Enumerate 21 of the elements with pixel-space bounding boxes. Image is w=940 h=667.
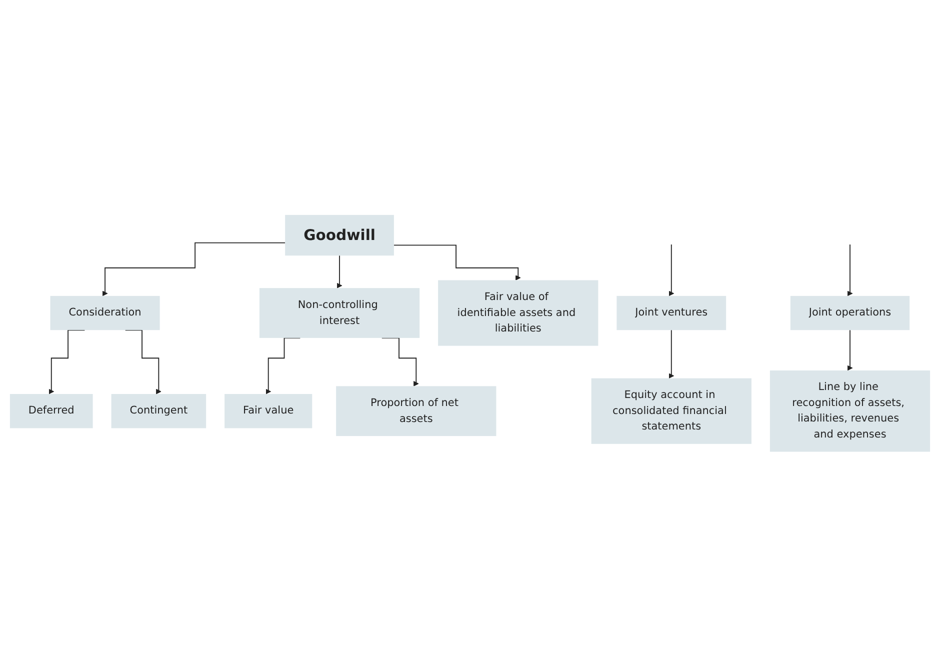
node-box: Goodwill bbox=[285, 215, 394, 256]
node-box: Fair value bbox=[224, 394, 312, 428]
arrow bbox=[393, 244, 521, 281]
arrow bbox=[668, 244, 674, 296]
arrow bbox=[336, 255, 342, 288]
node-box: Consideration bbox=[50, 296, 160, 330]
arrow bbox=[668, 330, 674, 379]
node-box: Fair value of identifiable assets and liabilities bbox=[438, 280, 598, 346]
node-box: Equity account in consolidated financial statements bbox=[591, 378, 752, 444]
node-box: Non-controlling interest bbox=[259, 288, 420, 338]
arrow bbox=[847, 244, 853, 296]
node-box: Joint operations bbox=[790, 296, 910, 330]
node-box: Contingent bbox=[111, 394, 206, 428]
node-box: Joint ventures bbox=[616, 296, 726, 330]
node-box: Line by line recognition of assets, liabilities, revenues and expenses bbox=[770, 370, 930, 452]
node-box: Proportion of net assets bbox=[336, 386, 496, 436]
arrow bbox=[124, 330, 162, 394]
arrow bbox=[847, 330, 853, 371]
arrow bbox=[102, 242, 286, 296]
arrow bbox=[48, 330, 86, 394]
node-box: Deferred bbox=[10, 394, 93, 428]
